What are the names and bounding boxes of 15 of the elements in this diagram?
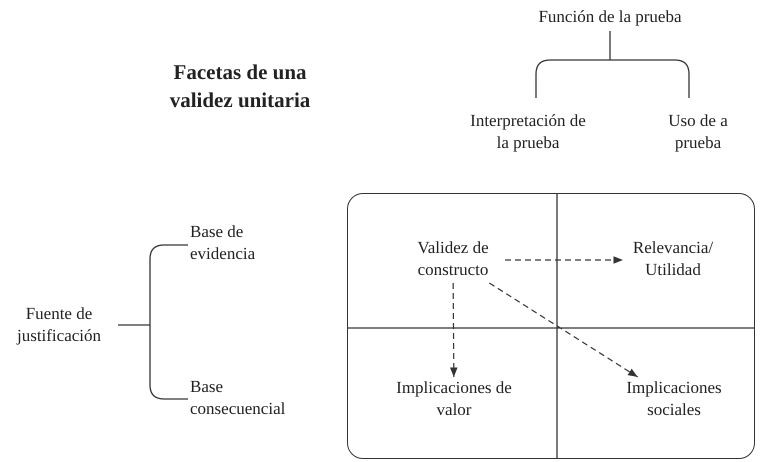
node-label: Base de evidencia bbox=[190, 221, 296, 267]
arrow bbox=[488, 282, 638, 378]
matrix-box bbox=[347, 193, 755, 459]
node-label: Función de la prueba bbox=[530, 6, 690, 30]
node-label: Uso de a prueba bbox=[654, 110, 742, 156]
node-label: Interpretación de la prueba bbox=[462, 110, 594, 156]
node-label: Fuente de justificación bbox=[0, 303, 118, 349]
diagram-title: Facetas de una validez unitaria bbox=[168, 59, 312, 114]
node-label: Relevancia/ Utilidad bbox=[623, 237, 723, 283]
node-label: Validez de constructo bbox=[401, 237, 505, 283]
node-label: Base consecuencial bbox=[190, 376, 296, 422]
node-label: Implicaciones sociales bbox=[613, 377, 735, 423]
arrow bbox=[450, 283, 458, 377]
arrow bbox=[505, 256, 623, 264]
node-label: Implicaciones de valor bbox=[393, 377, 515, 423]
